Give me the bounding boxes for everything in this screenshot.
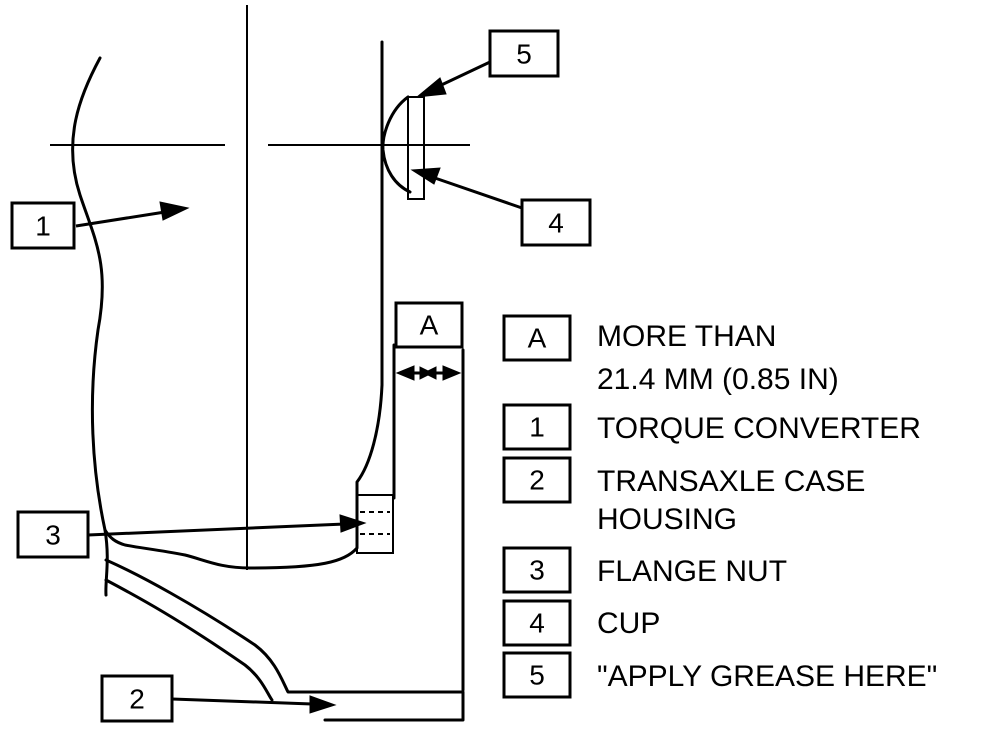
legend-box-5 [502,651,572,699]
callout-box-4 [520,198,592,247]
callout-box-a [394,301,464,349]
dimension-a-arrowhead-right [442,365,462,381]
cup-insert [407,96,425,200]
dimension-a-arrowhead-left [395,365,415,381]
callout-label-4: 4 [548,208,564,239]
housing-outer-line [104,558,465,722]
callout-1-arrow-line [75,210,166,228]
legend-text-a-line1: MORE THAN [597,320,776,353]
callout-2-arrow-line [171,697,313,706]
legend-box-2 [502,456,572,504]
legend-box-3 [502,546,572,594]
callout-4-arrow-line [431,175,523,210]
callout-1-arrowhead [159,201,190,221]
legend-key-3: 3 [529,555,545,586]
callout-label-1: 1 [35,211,51,242]
callout-label-2: 2 [129,684,145,715]
callout-4-arrowhead [410,167,441,185]
callout-3-arrowhead [339,514,367,533]
callout-3-arrow-line [87,522,346,537]
cup-dome [381,95,412,194]
callout-box-2 [100,674,174,723]
legend-text-1: TORQUE CONVERTER [597,412,921,445]
callout-2-arrowhead [309,695,337,714]
callout-box-1 [10,201,76,250]
legend-key-1: 1 [529,412,545,443]
callout-5-arrowhead [415,77,447,98]
legend-text-2-line2: HOUSING [597,503,737,536]
dimension-a-arrowhead-mid-right [422,366,437,380]
callout-box-3 [16,510,90,559]
legend-box-4 [502,599,572,647]
housing-inner-line [104,578,274,702]
legend-key-a: A [528,323,547,354]
legend-key-5: 5 [529,660,545,691]
legend-text-4: CUP [597,607,660,640]
legend-box-a [502,314,572,362]
callout-5-arrow-line [434,60,491,90]
legend-text-5: "APPLY GREASE HERE" [597,660,937,693]
legend-box-1 [502,403,572,451]
legend-text-a-line2: 21.4 MM (0.85 IN) [597,363,839,396]
callout-label-5: 5 [516,39,532,70]
legend-text-3: FLANGE NUT [597,555,787,588]
legend-text-2-line1: TRANSAXLE CASE [597,465,865,498]
callout-label-a: A [420,310,439,341]
torque-converter-body [103,40,384,570]
legend-key-2: 2 [529,465,545,496]
callout-box-5 [488,29,560,78]
legend-key-4: 4 [529,608,545,639]
callout-label-3: 3 [45,520,61,551]
legend: A MORE THAN 21.4 MM (0.85 IN) 1 TORQUE C… [502,314,937,699]
